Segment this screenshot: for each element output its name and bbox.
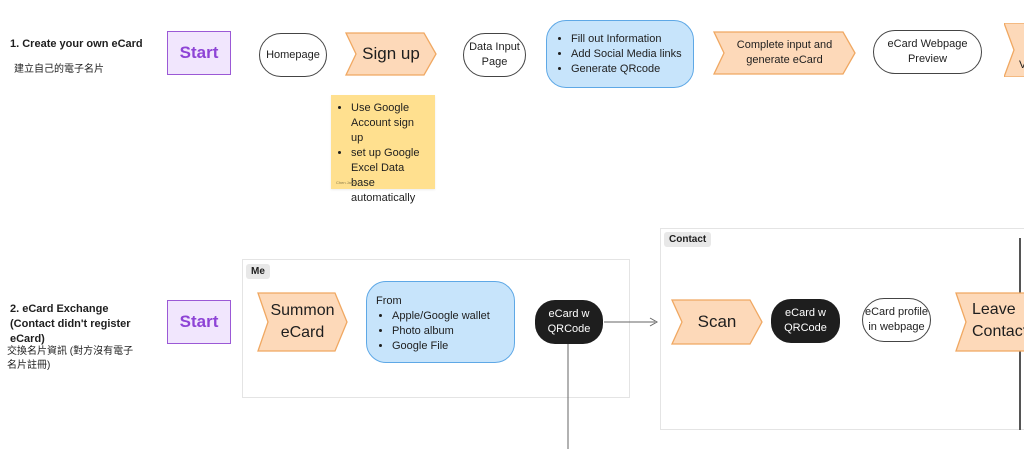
info-item: Generate QRcode — [571, 62, 687, 77]
leave-label: Leave Contact — [972, 301, 1024, 340]
flow2-start-node[interactable]: Start — [167, 300, 231, 344]
homepage-node[interactable]: Homepage — [259, 33, 327, 77]
ecard-qr-node[interactable]: eCard w QRCode — [535, 300, 603, 344]
flow1-start-node[interactable]: Start — [167, 31, 231, 75]
ecard-qr-node-2[interactable]: eCard w QRCode — [771, 299, 840, 343]
sticky-note: Use Google Account sign up set up Google… — [331, 95, 435, 204]
complete-chevron-shape — [712, 31, 856, 75]
flow2-title: 2. eCard Exchange (Contact didn't regist… — [10, 303, 131, 345]
leave-chevron-shape — [955, 292, 1024, 352]
signup-chevron[interactable]: Sign up — [344, 32, 437, 76]
scan-chevron-shape — [670, 299, 763, 345]
info-item: Fill out Information — [571, 32, 687, 47]
flow1-title: 1. Create your own eCard — [10, 38, 143, 50]
from-box[interactable]: From Apple/Google wallet Photo album Goo… — [366, 281, 515, 363]
from-item: Photo album — [392, 324, 508, 339]
signup-chevron-shape — [344, 32, 437, 76]
contact-section-label: Contact — [664, 232, 712, 247]
info-box[interactable]: Fill out Information Add Social Media li… — [546, 20, 694, 88]
cutoff-chevron-1[interactable]: V — [1004, 23, 1024, 77]
from-item: Apple/Google wallet — [392, 309, 508, 324]
scan-chevron[interactable]: Scan — [670, 299, 763, 345]
me-section-label: Me — [246, 264, 270, 279]
scan-label: Scan — [697, 312, 737, 331]
cutoff-chevron-1-shape — [1004, 23, 1024, 77]
data-input-node[interactable]: Data Input Page — [463, 33, 526, 77]
summon-chevron[interactable]: Summon eCard — [257, 292, 348, 352]
profile-node[interactable]: eCard profile in webpage — [862, 298, 931, 342]
flow2-subtitle: 交換名片資訊 (對方沒有電子名片註冊) — [7, 346, 134, 371]
cutoff-chevron-1-label: V — [1019, 59, 1024, 71]
info-item: Add Social Media links — [571, 47, 687, 62]
from-list: Apple/Google wallet Photo album Google F… — [376, 309, 508, 354]
preview-node[interactable]: eCard Webpage Preview — [873, 30, 982, 74]
complete-label: Complete input and generate eCard — [736, 39, 833, 66]
complete-chevron[interactable]: Complete input and generate eCard — [712, 31, 856, 75]
summon-label: Summon eCard — [270, 302, 335, 341]
arrow-head — [649, 317, 659, 327]
from-item: Google File — [392, 339, 508, 354]
leave-chevron[interactable]: Leave Contact — [955, 292, 1024, 352]
flow1-subtitle: 建立自己的電子名片 — [14, 64, 104, 75]
sticky-item: Use Google Account sign up — [351, 101, 429, 146]
sticky-list: Use Google Account sign up set up Google… — [335, 101, 429, 206]
sticky-author: Chen Jason — [336, 180, 358, 185]
signup-label: Sign up — [362, 44, 420, 63]
sticky-item: set up Google Excel Data base automatica… — [351, 146, 429, 206]
from-title: From — [376, 295, 402, 307]
info-list: Fill out Information Add Social Media li… — [555, 32, 687, 77]
summon-chevron-shape — [257, 292, 348, 352]
